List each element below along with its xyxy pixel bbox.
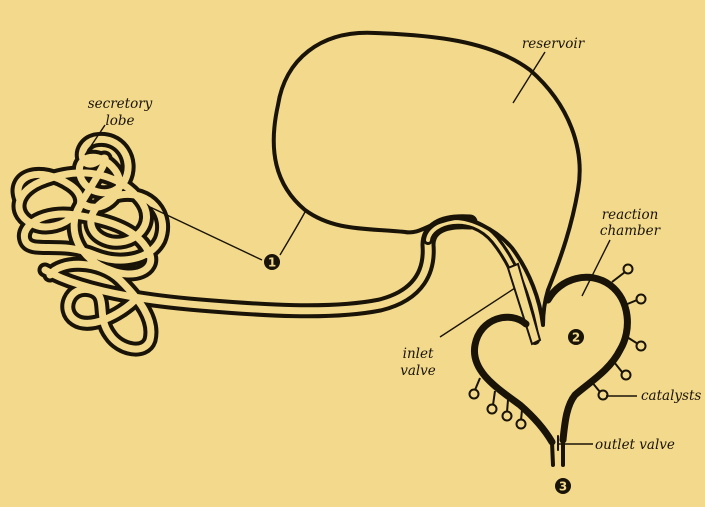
catalysts — [468, 263, 647, 430]
label-reaction-chamber-2: chamber — [600, 223, 662, 239]
label-reaction-chamber: reaction — [602, 207, 659, 223]
svg-text:2: 2 — [572, 331, 580, 345]
marker-1: 1 — [264, 254, 280, 270]
catalyst-bulb — [620, 369, 632, 381]
catalyst-bulb — [468, 388, 480, 400]
marker-3: 3 — [555, 478, 571, 494]
marker-2: 2 — [568, 329, 584, 345]
label-secretory-lobe: secretory — [88, 96, 153, 112]
secretory-lobe — [10, 131, 478, 357]
catalyst-bulb — [635, 340, 647, 352]
label-inlet-valve-2: valve — [400, 363, 436, 379]
catalyst-bulb — [622, 263, 634, 275]
svg-text:3: 3 — [559, 480, 567, 494]
svg-text:1: 1 — [268, 256, 276, 270]
catalyst-bulb — [501, 410, 513, 422]
label-reservoir: reservoir — [522, 36, 586, 52]
catalyst-bulb — [515, 418, 527, 430]
inlet-valve — [506, 262, 542, 346]
label-outlet-valve: outlet valve — [595, 437, 675, 453]
label-secretory-lobe-2: lobe — [105, 113, 134, 129]
reservoir-sac — [271, 30, 582, 327]
label-inlet-valve: inlet — [403, 346, 434, 362]
catalyst-bulb — [597, 389, 609, 401]
catalyst-bulb — [486, 403, 498, 415]
leader-lines — [84, 51, 637, 445]
catalyst-bulb — [635, 293, 647, 305]
label-catalysts: catalysts — [641, 388, 701, 404]
